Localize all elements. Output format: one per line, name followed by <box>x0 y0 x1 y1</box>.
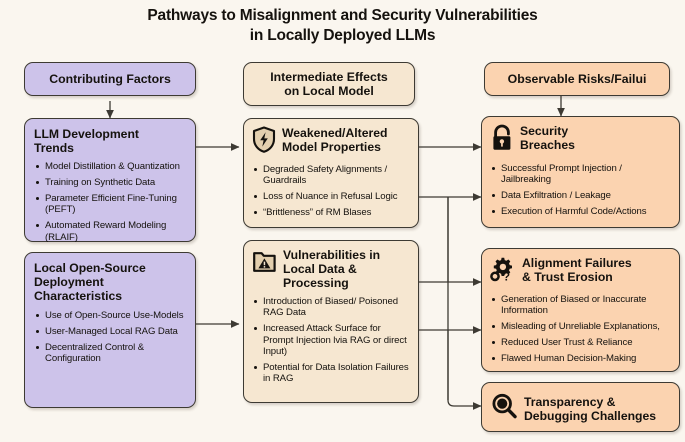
card-title-line-1: LLM Development <box>34 127 139 141</box>
shield-bolt-icon <box>252 126 276 158</box>
card-alignment-failures-trust-erosion[interactable]: ? Alignment Failures & Trust Erosion Gen… <box>481 248 680 372</box>
card-title-line-1: Alignment Failures <box>522 256 632 270</box>
list-item: Misleading of Unreliable Explanations, <box>490 321 671 332</box>
column-header-line-2: on Local Model <box>284 84 374 98</box>
list-item: Reduced User Trust & Reliance <box>490 337 671 348</box>
list-item: Loss of Nuance in Refusal Logic <box>252 191 410 202</box>
card-title: Local Open-Source Deployment Characteris… <box>34 261 186 303</box>
card-title-row: ? Alignment Failures & Trust Erosion <box>490 256 671 288</box>
card-title-line-1: Weakened/Altered <box>282 126 388 140</box>
column-header-label: Intermediate Effects on Local Model <box>270 70 388 99</box>
column-header-intermediate-effects: Intermediate Effects on Local Model <box>243 62 415 106</box>
list-item: Decentralized Control & Configuration <box>34 342 186 365</box>
list-item: Increased Attack Surface for Prompt Inje… <box>252 323 410 357</box>
title-line-2: in Locally Deployed LLMs <box>249 27 436 44</box>
card-title: Security Breaches <box>520 124 671 152</box>
column-header-label: Contributing Factors <box>49 71 171 86</box>
card-bullet-list: Model Distillation & Quantization Traini… <box>34 161 186 243</box>
connector-to-transparency <box>447 197 482 410</box>
list-item: Generation of Biased or Inaccurate Infor… <box>490 294 671 317</box>
card-title-line-1: Security <box>520 124 569 138</box>
list-item: Training on Synthetic Data <box>34 177 186 188</box>
page-title: Pathways to Misalignment and Security Vu… <box>0 6 685 46</box>
card-title: LLM Development Trends <box>34 127 186 155</box>
folder-warning-icon <box>252 248 277 280</box>
card-title-line-1: Transparency & <box>524 394 616 409</box>
card-title-row: Vulnerabilities in Local Data & Processi… <box>252 248 410 290</box>
column-header-observable-risks: Observable Risks/Failui <box>484 62 670 96</box>
column-header-contributing-factors: Contributing Factors <box>24 62 196 96</box>
card-llm-development-trends[interactable]: LLM Development Trends Model Distillatio… <box>24 118 196 243</box>
card-title-row: Transparency & Debugging Challenges <box>490 392 671 425</box>
card-bullet-list: Generation of Biased or Inaccurate Infor… <box>490 294 671 365</box>
svg-text:?: ? <box>503 272 510 283</box>
card-title-line-2: Model Properties <box>282 140 381 154</box>
card-bullet-list: Use of Open-Source Use-Models User-Manag… <box>34 310 186 365</box>
list-item: Parameter Efficient Fine-Tuning (PEFT) <box>34 193 186 216</box>
card-vulnerabilities-local-data-processing[interactable]: Vulnerabilities in Local Data & Processi… <box>243 240 419 403</box>
list-item: Automated Reward Modeling (RLAIF) <box>34 220 186 243</box>
card-title-line-3: Processing <box>283 276 349 290</box>
card-title: Transparency & Debugging Challenges <box>524 395 671 423</box>
list-item: Potential for Data Isolation Failures in… <box>252 362 410 385</box>
open-padlock-icon <box>490 124 514 157</box>
gears-question-icon: ? <box>490 256 516 288</box>
card-title-line-2: Trends <box>34 141 74 155</box>
card-title-line-2: Local Data & <box>283 262 357 276</box>
magnifier-icon <box>490 392 518 425</box>
list-item: Data Exfiltration / Leakage <box>490 190 671 201</box>
card-title-line-2: Deployment <box>34 275 104 289</box>
card-title-line-1: Vulnerabilities in <box>283 248 381 262</box>
card-title-row: Weakened/Altered Model Properties <box>252 126 410 158</box>
list-item: Execution of Harmful Code/Actions <box>490 206 671 217</box>
list-item: Model Distillation & Quantization <box>34 161 186 172</box>
card-bullet-list: Introduction of Biased/ Poisoned RAG Dat… <box>252 296 410 385</box>
card-title: Weakened/Altered Model Properties <box>282 126 410 154</box>
column-header-label: Observable Risks/Failui <box>507 71 647 86</box>
list-item: Successful Prompt Injection / Jailbreaki… <box>490 163 671 186</box>
column-header-line-1: Intermediate Effects <box>270 69 388 84</box>
card-weakened-altered-model-properties[interactable]: Weakened/Altered Model Properties Degrad… <box>243 118 419 228</box>
card-title-row: Security Breaches <box>490 124 671 157</box>
card-title-line-2: Debugging Challenges <box>524 408 657 423</box>
list-item: Flawed Human Decision-Making <box>490 353 671 364</box>
card-title: Vulnerabilities in Local Data & Processi… <box>283 248 410 290</box>
card-title-line-1: Local Open-Source <box>34 261 146 275</box>
card-title-line-2: Breaches <box>520 138 575 152</box>
list-item: User-Managed Local RAG Data <box>34 326 186 337</box>
title-line-1: Pathways to Misalignment and Security Vu… <box>147 7 538 24</box>
list-item: Degraded Safety Alignments / Guardrails <box>252 164 410 187</box>
card-bullet-list: Degraded Safety Alignments / Guardrails … <box>252 164 410 219</box>
card-title: Alignment Failures & Trust Erosion <box>522 256 671 284</box>
list-item: Introduction of Biased/ Poisoned RAG Dat… <box>252 296 410 319</box>
card-title-line-3: Characteristics <box>34 289 123 303</box>
card-transparency-debugging-challenges[interactable]: Transparency & Debugging Challenges <box>481 382 680 432</box>
card-security-breaches[interactable]: Security Breaches Successful Prompt Inje… <box>481 116 680 228</box>
card-title-line-2: & Trust Erosion <box>522 270 613 284</box>
card-bullet-list: Successful Prompt Injection / Jailbreaki… <box>490 163 671 218</box>
list-item: Use of Open-Source Use-Models <box>34 310 186 321</box>
list-item: “Brittleness” of RM Blases <box>252 207 410 218</box>
card-local-open-source-deployment[interactable]: Local Open-Source Deployment Characteris… <box>24 252 196 408</box>
